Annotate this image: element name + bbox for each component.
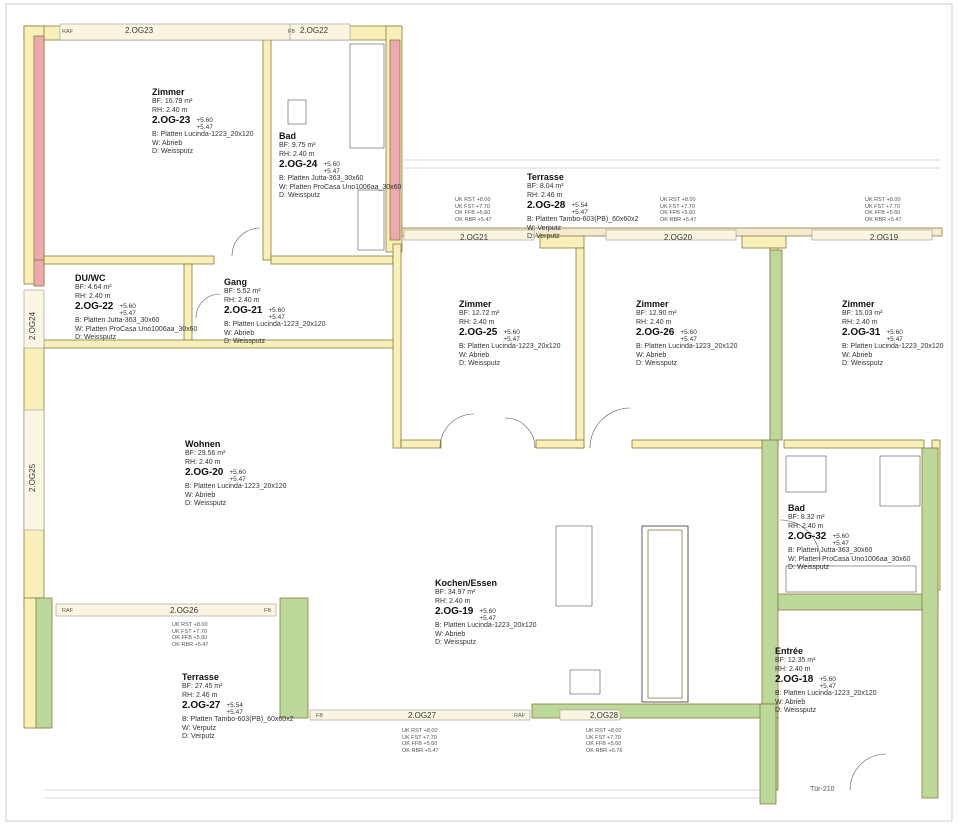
level-table-3: UK RST +8.00 UK FST +7.70 OK FFB +5.60 O…	[865, 197, 902, 223]
window-label-2og22: 2.OG22	[300, 26, 329, 35]
fb-label-3: FB	[316, 713, 324, 719]
level-table-2: UK RST +8.00 UK FST +7.70 OK FFB +5.60 O…	[660, 197, 697, 223]
railings	[44, 159, 940, 799]
fixtures	[195, 43, 921, 791]
window-label-2og21: 2.OG21	[460, 233, 489, 242]
window-label-2og20: 2.OG20	[664, 233, 693, 242]
window-label-2og23: 2.OG23	[125, 26, 154, 35]
fb-label: FB	[288, 29, 296, 35]
window-label-2og24: 2.OG24	[28, 311, 37, 340]
raf-label: RAF	[62, 29, 73, 35]
level-table-6: UK RST +8.00 UK FST +7.70 OK FFB +5.60 O…	[586, 728, 623, 754]
window-label-2og27: 2.OG27	[408, 711, 437, 720]
sheet-frame	[5, 3, 953, 822]
raf-label-2: RAF	[62, 608, 73, 614]
window-label-2og19: 2.OG19	[870, 233, 899, 242]
door-label: Tür-210	[810, 786, 835, 793]
windows	[23, 23, 933, 721]
raf-label-3: RAF	[514, 713, 525, 719]
window-label-2og25: 2.OG25	[28, 463, 37, 492]
level-table-5: UK RST +8.00 UK FST +7.70 OK FFB +5.60 O…	[402, 728, 439, 754]
fb-label-2: FB	[264, 608, 272, 614]
window-label-2og26: 2.OG26	[170, 606, 199, 615]
level-table-1: UK RST +8.00 UK FST +7.70 OK FFB +5.60 O…	[455, 197, 492, 223]
level-table-4: UK RST +8.00 UK FST +7.70 OK FFB +5.60 O…	[172, 622, 209, 648]
window-label-2og28: 2.OG28	[590, 711, 619, 720]
